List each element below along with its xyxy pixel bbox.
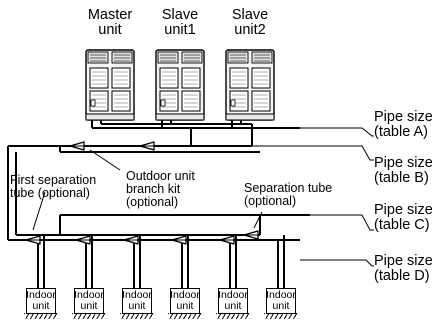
- pipe-size-d-label: Pipe size(table D): [374, 253, 433, 285]
- pipe-size-c-label: Pipe size(table C): [374, 202, 433, 234]
- separation-tube-4: [219, 235, 235, 245]
- first-separation-tube: [25, 235, 41, 245]
- separation-tube-5: [243, 230, 259, 240]
- pipe-network: [7, 120, 310, 288]
- outdoor-branch-joint-1: [69, 141, 85, 151]
- outdoor-unit-slave1: [155, 49, 205, 121]
- separation-tube-label: Separation tube(optional): [244, 181, 333, 209]
- separation-tube-3: [171, 235, 187, 245]
- separation-tube-2: [123, 235, 139, 245]
- pipe-size-a-label: Pipe size(table A): [374, 109, 433, 141]
- outdoor-branch-joint-2: [139, 141, 155, 151]
- outdoor-unit-master: [85, 49, 135, 121]
- outdoor-unit-slave2: [225, 49, 275, 121]
- pipe-size-leaders: [252, 127, 374, 267]
- separation-tube-1: [75, 235, 91, 245]
- annotation-leaders: [32, 149, 263, 231]
- pipe-size-b-label: Pipe size(table B): [374, 155, 433, 187]
